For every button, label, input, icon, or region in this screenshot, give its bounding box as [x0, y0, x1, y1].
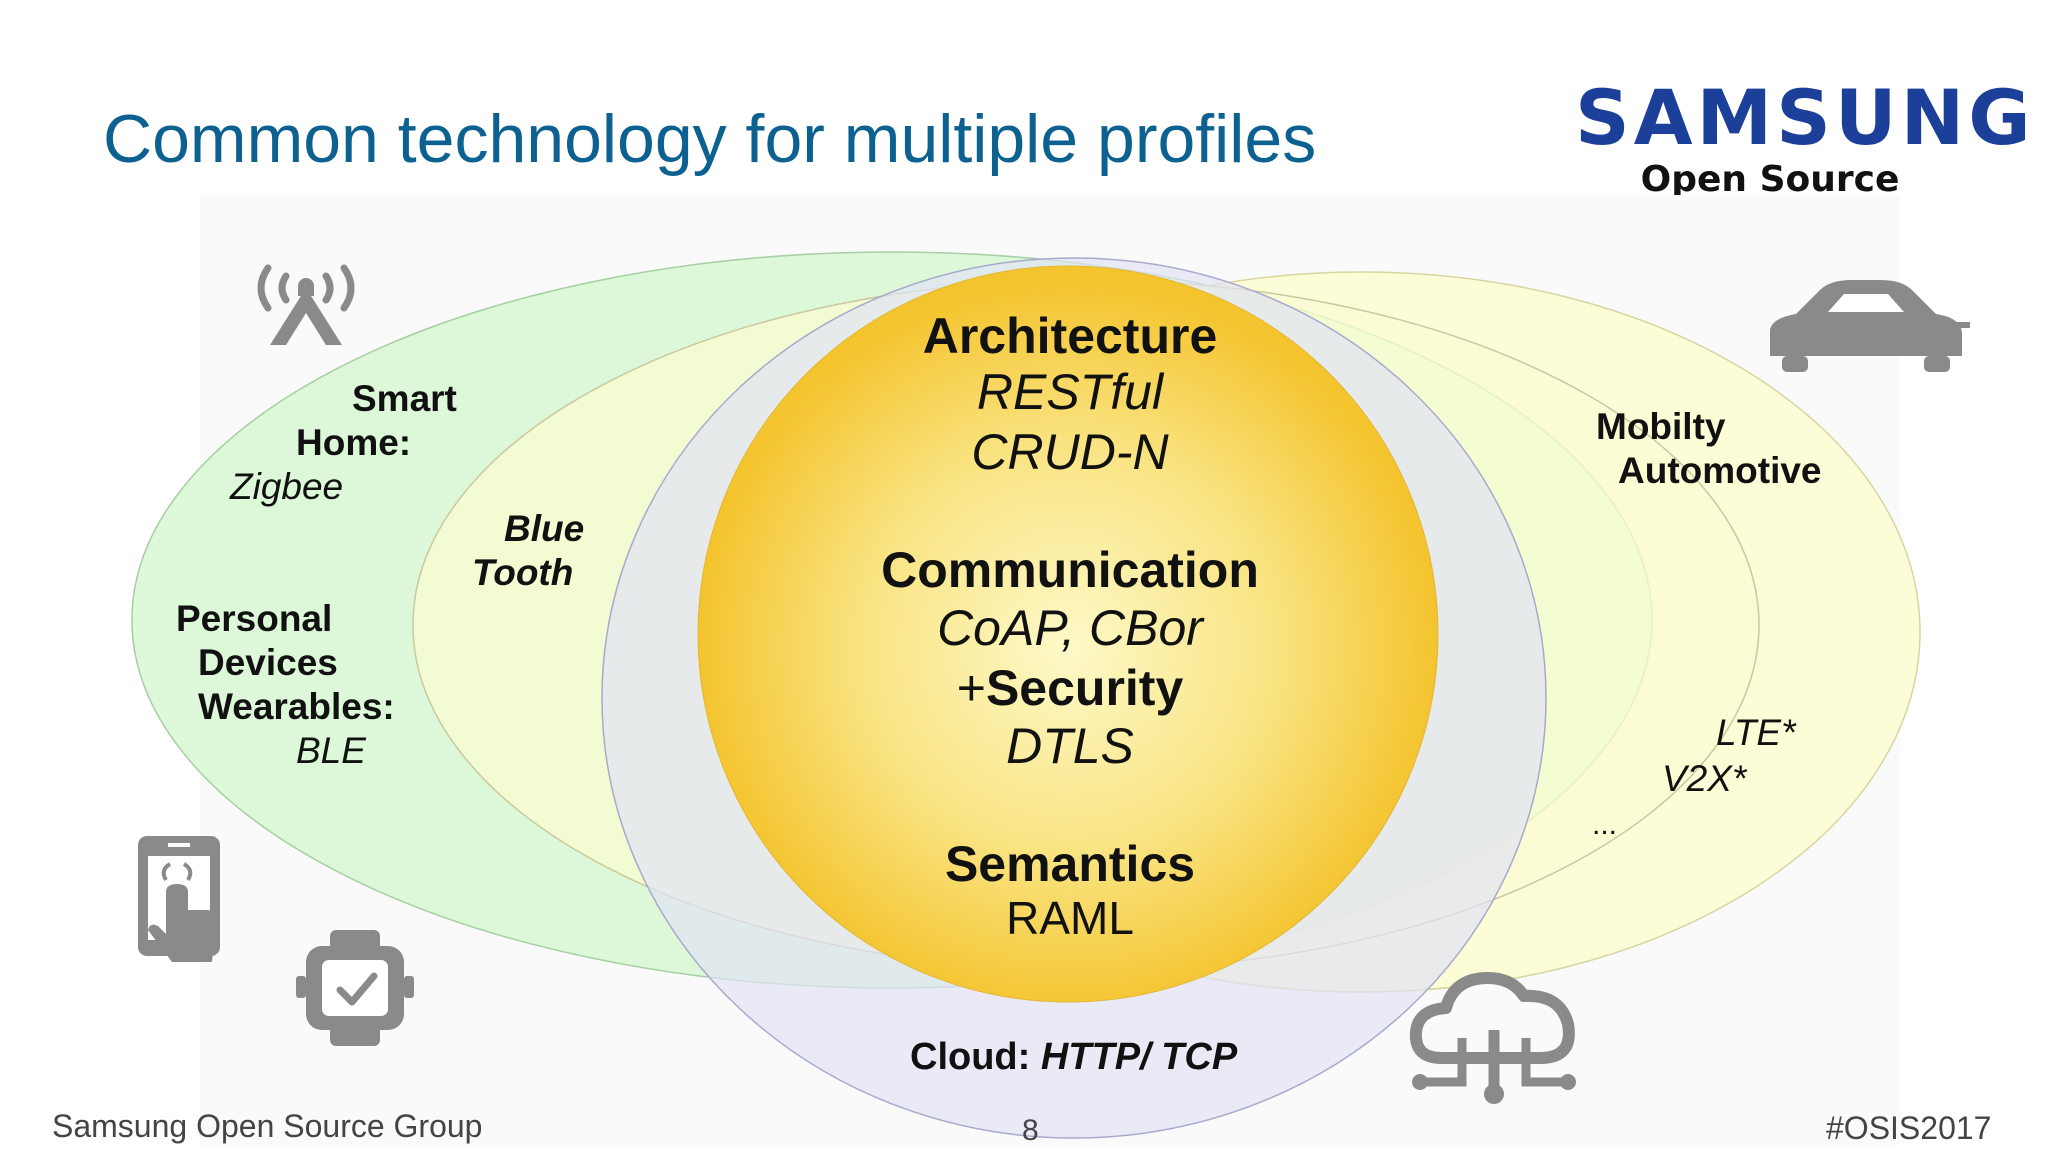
car-icon: [1770, 280, 1970, 372]
mobility-tech-2: V2X*: [1662, 758, 1747, 799]
personal-tech: BLE: [296, 730, 366, 771]
core-semantics-heading: Semantics: [944, 836, 1196, 892]
cloud-tech: HTTP/ TCP: [1040, 1036, 1238, 1078]
mobility-tech-1: LTE*: [1716, 712, 1796, 753]
cloud-label: Cloud:: [910, 1036, 1031, 1078]
personal-label-1: Personal: [176, 598, 333, 639]
core-communication-item: CoAP, CBor: [937, 600, 1203, 656]
touch-tablet-icon: [138, 836, 220, 962]
core-architecture-item-1: RESTful: [976, 364, 1164, 420]
cloud-network-icon: [1409, 972, 1576, 1104]
page-title: Common technology for multiple profiles: [103, 101, 1317, 177]
bluetooth-label-1: Blue: [504, 508, 585, 549]
footer-page-number: 8: [1022, 1114, 1039, 1147]
footer-right: #OSIS2017: [1826, 1110, 1992, 1146]
core-security-line: +Security: [957, 660, 1184, 718]
bluetooth-label-2: Tooth: [472, 552, 574, 593]
core-architecture-item-2: CRUD-N: [971, 424, 1169, 480]
smart-home-label-2: Home:: [296, 422, 412, 463]
core-security-heading: Security: [985, 660, 1184, 716]
core-semantics-item: RAML: [1006, 892, 1134, 944]
logo-brand: SAMSUNG: [1575, 73, 2035, 162]
smartwatch-icon: [296, 930, 414, 1046]
personal-label-3: Wearables:: [198, 686, 395, 727]
footer-left: Samsung Open Source Group: [52, 1108, 483, 1144]
smart-home-label-1: Smart: [352, 378, 457, 419]
cloud-label-line: Cloud: HTTP/ TCP: [910, 1036, 1237, 1080]
core-circle: [697, 265, 1439, 1003]
mobility-more: ...: [1592, 808, 1618, 841]
core-architecture-heading: Architecture: [922, 308, 1218, 364]
core-communication-heading: Communication: [881, 542, 1259, 598]
antenna-icon: [257, 264, 355, 345]
mobility-label-1: Mobilty: [1596, 406, 1726, 447]
core-security-item: DTLS: [1006, 718, 1134, 774]
core-security-plus: +: [956, 660, 986, 716]
personal-label-2: Devices: [198, 642, 338, 683]
smart-home-tech: Zigbee: [230, 466, 344, 507]
mobility-label-2: Automotive: [1618, 450, 1822, 491]
